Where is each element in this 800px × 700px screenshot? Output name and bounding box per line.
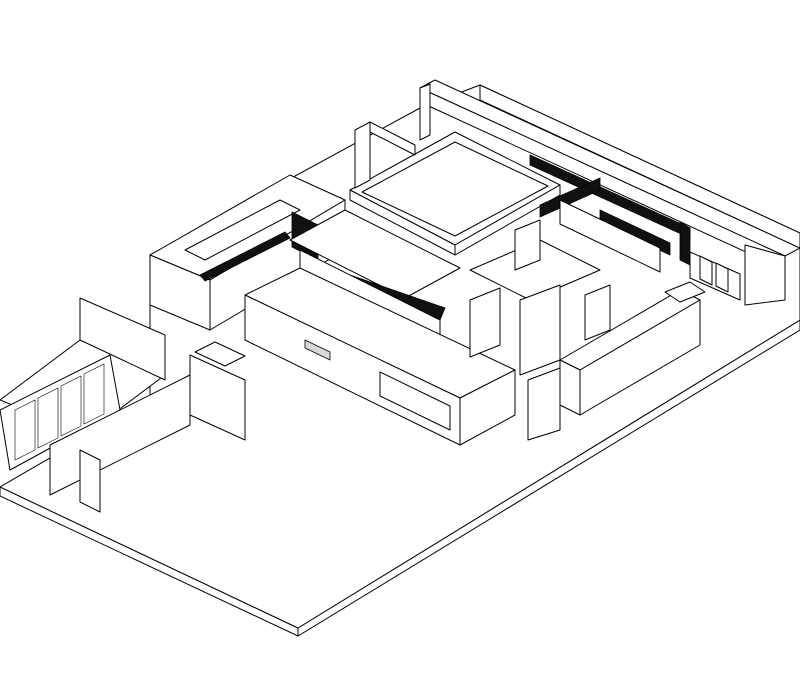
waste-bins [689, 251, 741, 301]
back-wall [419, 79, 800, 306]
walk-in-room [349, 121, 561, 256]
bakery-equipment [469, 219, 611, 441]
refrigerator-bank [0, 297, 166, 471]
dish-room [559, 281, 706, 416]
cooking-line [244, 209, 516, 446]
partition-walls [49, 341, 246, 513]
